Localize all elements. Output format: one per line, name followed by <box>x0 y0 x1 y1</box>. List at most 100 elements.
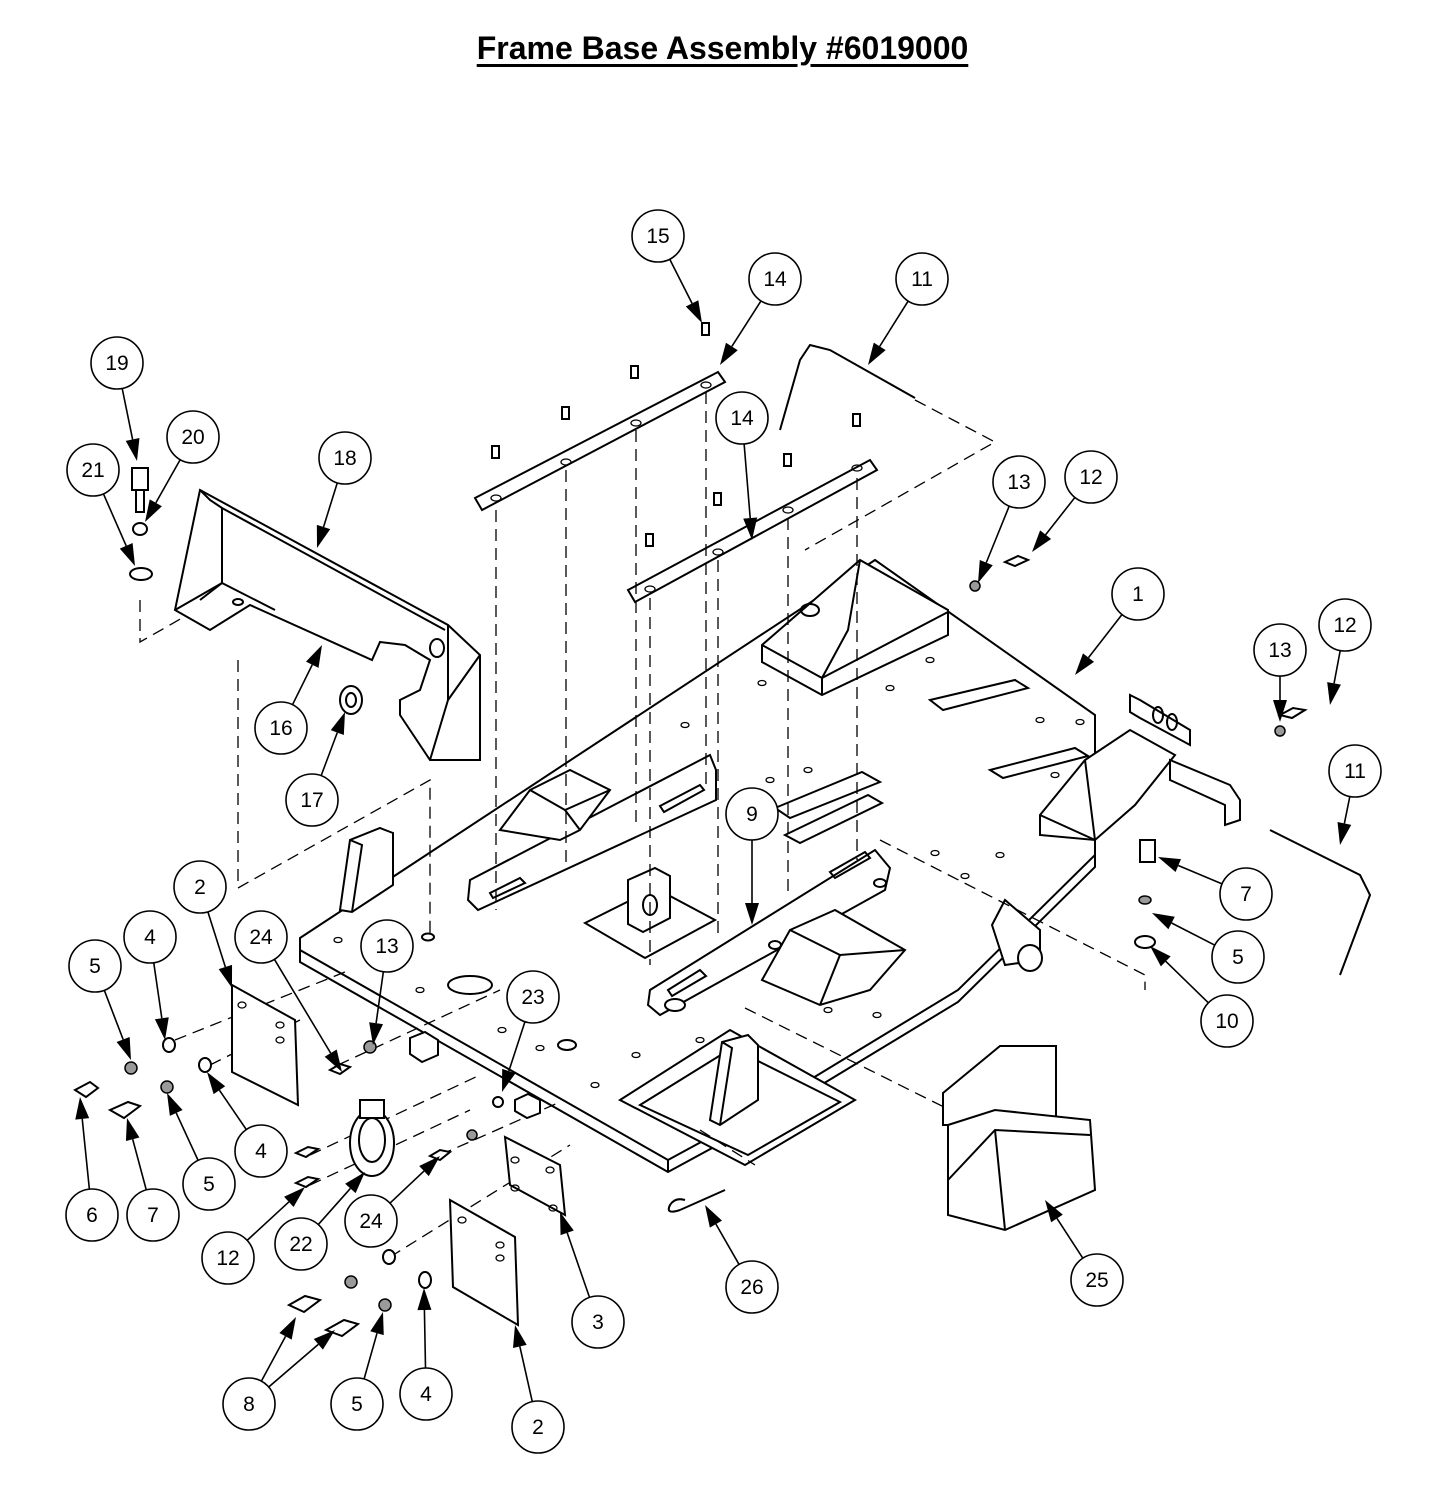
callout-balloon-12 <box>1318 598 1372 652</box>
bumper-brackets <box>231 983 567 1327</box>
callout-number-7: 7 <box>1240 883 1252 906</box>
callout-number-9: 9 <box>746 803 758 826</box>
leader-line-14 <box>743 443 752 519</box>
callout-number-4: 4 <box>420 1383 432 1406</box>
leader-line-6 <box>81 1118 91 1190</box>
leader-arrowhead-21 <box>119 543 135 566</box>
leader-line-16 <box>291 664 313 706</box>
callout-balloon-6 <box>65 1188 119 1242</box>
callout-number-2: 2 <box>194 876 206 899</box>
callout-number-7: 7 <box>147 1204 159 1227</box>
callout-number-24: 24 <box>359 1210 383 1233</box>
leader-line-10 <box>1165 960 1209 1004</box>
callout-number-23: 23 <box>521 986 544 1009</box>
leader-line-23 <box>508 1021 526 1072</box>
tie-down-ring <box>349 1099 395 1177</box>
callout-number-17: 17 <box>300 789 323 812</box>
callout-number-20: 20 <box>181 426 204 449</box>
leader-line-8 <box>268 1343 319 1388</box>
callout-balloon-5 <box>1211 930 1265 984</box>
callout-balloon-3 <box>571 1295 625 1349</box>
callout-number-4: 4 <box>255 1140 267 1163</box>
callout-balloon-7 <box>126 1188 180 1242</box>
leader-arrowhead-23 <box>502 1068 516 1092</box>
right-bracket <box>990 693 1241 972</box>
spacer-blocks <box>409 1030 541 1120</box>
leader-line-24 <box>273 958 332 1054</box>
leader-line-7 <box>1177 864 1223 885</box>
leader-arrowhead-12 <box>284 1187 305 1208</box>
leader-arrowhead-17 <box>330 712 345 736</box>
callout-balloon-24 <box>344 1194 398 1248</box>
fasteners <box>73 554 1308 1338</box>
leader-line-15 <box>669 258 693 304</box>
callout-balloon-15 <box>631 209 685 263</box>
callout-number-4: 4 <box>144 926 156 949</box>
callout-balloon-26 <box>725 1260 779 1314</box>
leader-line-7 <box>131 1139 148 1191</box>
callout-number-24: 24 <box>249 926 273 949</box>
callout-balloon-12 <box>201 1231 255 1285</box>
leader-line-20 <box>155 459 181 504</box>
callout-balloon-13 <box>992 455 1046 509</box>
callout-balloon-17 <box>285 773 339 827</box>
left-gussets <box>338 826 759 1127</box>
leader-arrowhead-12 <box>1327 682 1341 705</box>
leader-line-24 <box>389 1170 425 1204</box>
callout-balloon-4 <box>123 910 177 964</box>
callout-number-8: 8 <box>243 1393 255 1416</box>
callout-balloon-2 <box>511 1400 565 1454</box>
leader-arrowhead-10 <box>1150 946 1171 967</box>
callout-number-19: 19 <box>105 352 128 375</box>
leader-arrowhead-13 <box>369 1022 384 1045</box>
callout-balloon-11 <box>1328 744 1382 798</box>
callout-number-5: 5 <box>1232 946 1244 969</box>
leader-line-11 <box>1343 796 1351 824</box>
callout-balloon-23 <box>506 970 560 1024</box>
callout-number-14: 14 <box>763 268 787 291</box>
callout-balloon-1 <box>1111 567 1165 621</box>
callout-number-15: 15 <box>646 225 669 248</box>
leader-line-21 <box>102 493 127 547</box>
diagram-title: Frame Base Assembly #6019000 <box>476 30 969 66</box>
callout-number-6: 6 <box>86 1204 98 1227</box>
leader-arrowhead-13 <box>1273 700 1287 722</box>
callout-balloon-18 <box>318 431 372 485</box>
callout-number-3: 3 <box>592 1311 604 1334</box>
leader-arrowhead-4 <box>417 1288 432 1311</box>
callout-balloon-10 <box>1200 994 1254 1048</box>
leader-line-18 <box>322 482 339 528</box>
leader-arrowhead-5 <box>1152 913 1175 930</box>
callout-balloon-20 <box>166 410 220 464</box>
leader-line-3 <box>566 1232 591 1298</box>
leader-line-25 <box>1056 1218 1084 1259</box>
rear-bracket <box>761 558 949 697</box>
leader-line-2 <box>519 1346 534 1402</box>
callout-balloon-4 <box>399 1367 453 1421</box>
callout-number-16: 16 <box>269 717 292 740</box>
leader-arrowhead-5 <box>116 1036 131 1060</box>
shroud-hardware <box>129 467 153 581</box>
callout-balloon-2 <box>173 860 227 914</box>
leader-arrowhead-19 <box>125 438 140 461</box>
leader-arrowhead-24 <box>324 1049 342 1072</box>
callout-number-12: 12 <box>1333 614 1356 637</box>
callout-balloon-8 <box>222 1377 276 1431</box>
leader-arrowhead-26 <box>705 1205 723 1228</box>
leader-arrowhead-20 <box>145 499 162 522</box>
leader-arrowhead-8 <box>279 1317 296 1340</box>
leader-line-17 <box>320 732 339 776</box>
callout-number-12: 12 <box>216 1247 239 1270</box>
leader-line-8 <box>260 1335 287 1382</box>
callout-number-11: 11 <box>1344 760 1366 783</box>
callout-number-13: 13 <box>375 935 398 958</box>
leader-arrowhead-4 <box>154 1017 169 1040</box>
callout-number-5: 5 <box>89 955 101 978</box>
callout-number-26: 26 <box>740 1276 763 1299</box>
leader-arrowhead-7 <box>125 1118 140 1142</box>
callout-balloon-14 <box>715 391 769 445</box>
leader-line-5 <box>363 1332 378 1380</box>
leader-arrowhead-2 <box>513 1325 527 1349</box>
